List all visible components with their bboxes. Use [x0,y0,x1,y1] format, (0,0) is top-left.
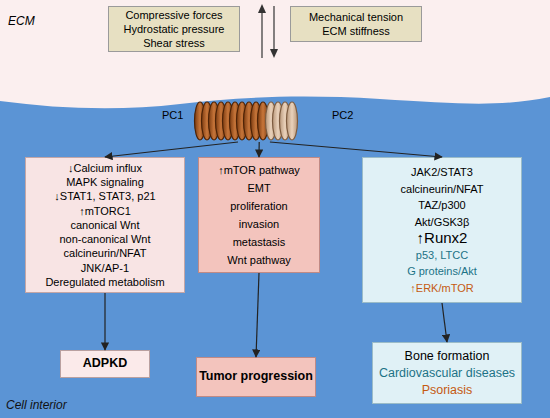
signal-arrow [105,142,238,157]
outcome-box: Tumor progression [196,357,316,397]
stimulus-item: Hydrostatic pressure [124,22,225,36]
pathway-item: MAPK signaling [66,175,144,189]
pathway-item: canonical Wnt [70,218,139,232]
outcome-label: Psoriasis [422,382,473,399]
pathway-box: ↑mTOR pathwayEMTproliferationinvasionmet… [198,157,320,273]
pathway-item: ↑Runx2 [417,230,468,247]
pathway-item: ↑ERK/mTOR [410,280,473,297]
signal-arrow [258,142,259,157]
stimulus-item: Compressive forces [125,8,222,22]
outcome-label: Cardiovascular diseases [379,365,515,382]
pathway-item: TAZ/p300 [418,197,466,214]
pathway-item: ↓Calcium influx [68,161,142,175]
cell-interior-band: Cell interior PC1 PC2 ↓Calcium influxMAPK s… [0,85,550,418]
outcome-box: ADPKD [60,350,150,378]
stimulus-box: Mechanical tensionECM stiffness [290,6,422,42]
pathway-item: Deregulated metabolism [45,275,164,289]
stimulus-item: ECM stiffness [322,24,390,38]
pathway-item: Wnt pathway [227,251,291,269]
pathway-item: non-canonical Wnt [59,232,150,246]
pathway-box: ↓Calcium influxMAPK signaling↓STAT1, STA… [25,157,185,293]
region-label: ECM [8,14,35,29]
pathway-item: Akt/GSK3β [415,214,470,231]
signal-arrow [104,293,105,350]
outcome-label: ADPKD [83,356,127,372]
signal-arrow [256,273,259,357]
protein-label: PC1 [162,108,183,122]
pathway-item: ↓STAT1, STAT3, p21 [54,189,155,203]
stimulus-box: Compressive forcesHydrostatic pressureSh… [108,6,240,52]
protein-label: PC2 [332,108,353,122]
cell-membrane [0,97,550,418]
pathway-item: calcineurin/NFAT [64,246,147,260]
pathway-item: proliferation [230,197,287,215]
pathway-item: ↑mTOR pathway [218,161,300,179]
pathway-item: invasion [239,215,279,233]
outcome-box: Bone formationCardiovascular diseasesPso… [372,342,522,404]
region-label: Cell interior [6,398,67,413]
signal-arrow [270,142,442,157]
pathway-item: p53, LTCC [416,247,468,264]
pathway-item: G proteins/Akt [407,263,477,280]
pathway-item: calcineurin/NFAT [401,181,484,198]
signal-arrow [442,303,447,342]
pathway-item: EMT [247,179,270,197]
outcome-label: Tumor progression [199,369,313,385]
outcome-label: Bone formation [405,348,490,365]
pathway-item: metastasis [233,233,286,251]
stimulus-item: Mechanical tension [309,10,403,24]
pathway-item: ↑mTORC1 [79,204,131,218]
pathway-box: JAK2/STAT3calcineurin/NFATTAZ/p300Akt/GS… [362,157,522,303]
polycystin-complex: PC1 PC2 [150,98,360,142]
pathway-item: JNK/AP-1 [81,261,129,275]
pathway-item: JAK2/STAT3 [411,164,473,181]
stimulus-item: Shear stress [143,36,205,50]
